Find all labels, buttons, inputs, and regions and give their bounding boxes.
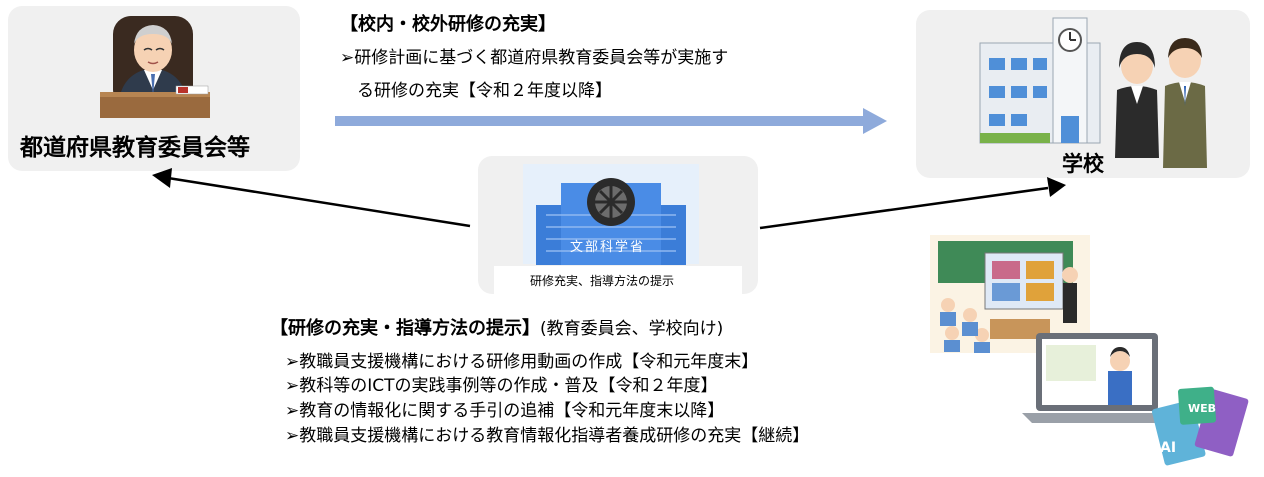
official-illustration (100, 16, 210, 118)
mext-building-icon (536, 178, 686, 265)
school-label: 学校 (1062, 152, 1104, 176)
laptop-illustration (1022, 333, 1172, 423)
board-of-education-label: 都道府県教育委員会等 (20, 135, 250, 161)
book-ai-text: AI (1160, 440, 1176, 456)
mext-caption-box (494, 266, 742, 294)
classroom-illustration (930, 235, 1090, 353)
bottom-title-rest: (教育委員会、学校向け) (540, 319, 724, 339)
book-web-text: WEB (1188, 402, 1216, 415)
bottom-block-title: 【研修の充実・指導方法の提示】(教育委員会、学校向け) (270, 314, 723, 340)
mext-caption: 研修充実、指導方法の提示 (530, 274, 675, 288)
top-block-line1: ➢研修計画に基づく都道府県教育委員会等が実施す (340, 48, 729, 68)
bottom-item-2: ➢教科等のICTの実践事例等の作成・普及【令和２年度】 (285, 376, 718, 396)
school-building-illustration (979, 17, 1207, 168)
top-block-title: 【校内・校外研修の充実】 (340, 14, 556, 35)
top-arrow (335, 108, 887, 134)
bottom-item-4: ➢教職員支援機構における教育情報化指導者養成研修の充実【継続】 (285, 426, 810, 446)
bottom-item-3: ➢教育の情報化に関する手引の追補【令和元年度末以降】 (285, 401, 725, 421)
bottom-item-1: ➢教職員支援機構における研修用動画の作成【令和元年度末】 (285, 352, 759, 372)
books-illustration: WEB AI (1151, 386, 1249, 466)
top-block-line2: る研修の充実【令和２年度以降】 (357, 81, 612, 101)
mext-emblem-text: 文部科学省 (570, 240, 646, 255)
bottom-title-bold: 【研修の充実・指導方法の提示】 (270, 318, 540, 339)
